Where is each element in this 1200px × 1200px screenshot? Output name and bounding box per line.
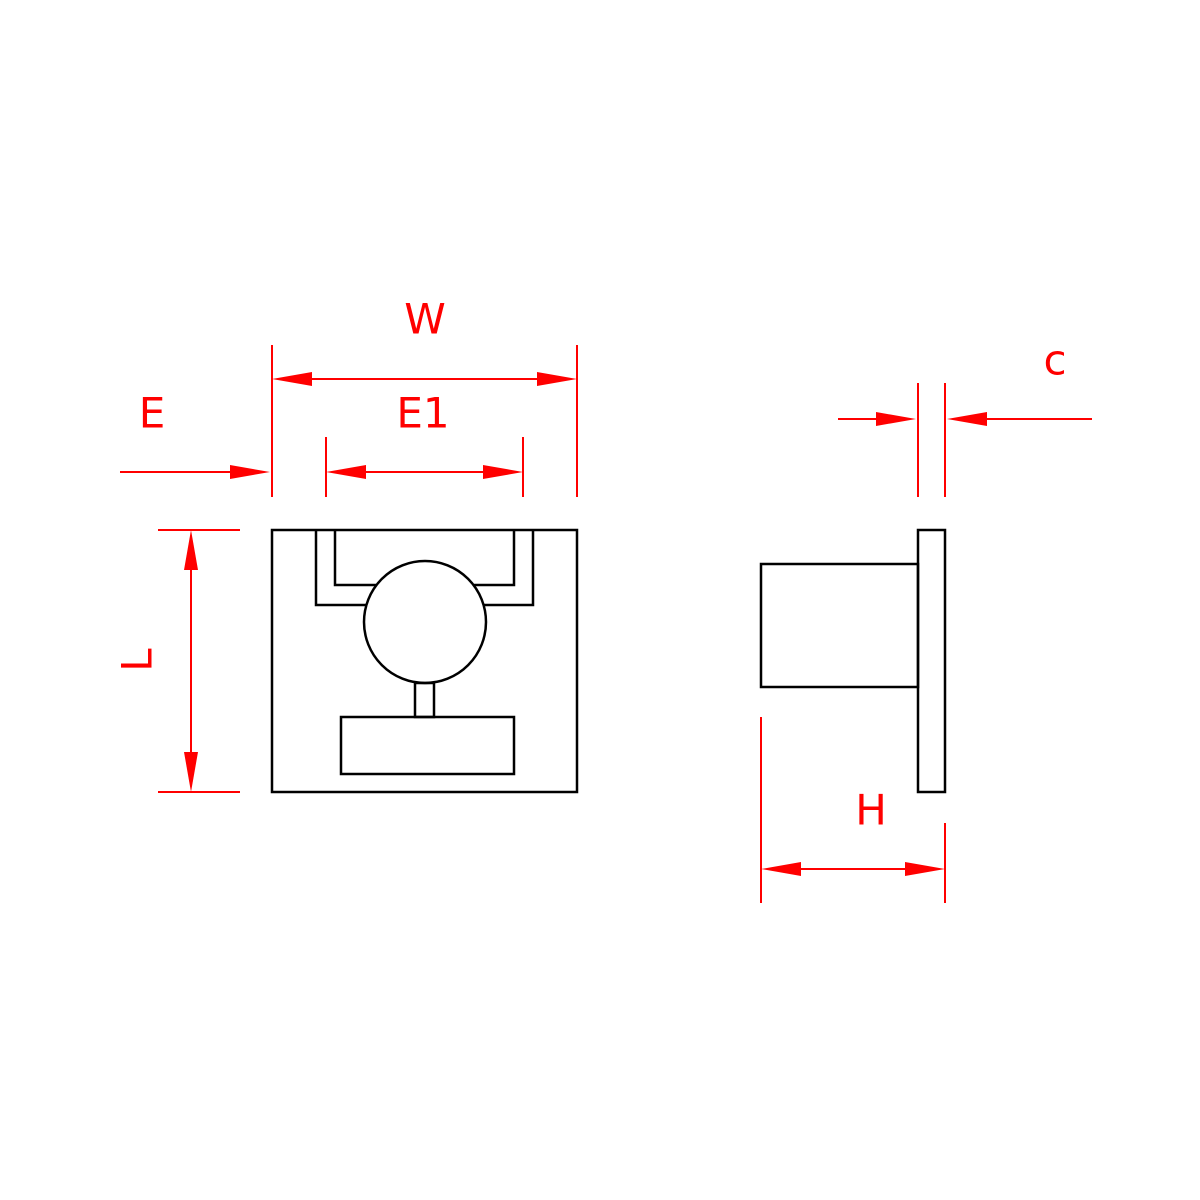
dimension-H-label: H [855, 786, 887, 835]
dimension-c-arrow-left [876, 412, 916, 426]
side-view-body [759, 562, 920, 689]
dimension-W-arrow-right [537, 372, 577, 386]
front-view-knob [362, 559, 488, 685]
dimension-E: E [120, 389, 270, 479]
front-view-base-plate [270, 528, 579, 794]
front-view [270, 528, 579, 794]
dimension-H-arrow-right [905, 862, 945, 876]
dimension-E-label: E [139, 389, 166, 438]
dimension-W-label: W [404, 295, 446, 344]
dimension-H: H [760, 717, 946, 903]
dimension-E1: E1 [325, 389, 524, 497]
dimension-c-arrow-right [947, 412, 987, 426]
side-view [759, 528, 947, 794]
dimension-E1-arrow-right [483, 465, 523, 479]
dimension-E1-label: E1 [396, 389, 449, 438]
dimension-c: c [838, 336, 1092, 497]
dimension-E-arrow [230, 465, 270, 479]
side-view-flange [916, 528, 947, 794]
front-view-foot-bar [339, 715, 516, 776]
dimension-L-arrow-bottom [184, 752, 198, 792]
dimension-L-label: L [113, 648, 162, 672]
front-view-stem [413, 681, 436, 719]
dimension-W: W [271, 295, 578, 497]
dimension-L: L [113, 529, 240, 793]
dimension-E1-arrow-left [326, 465, 366, 479]
dimension-H-arrow-left [761, 862, 801, 876]
dimension-c-label: c [1043, 336, 1066, 385]
dimension-L-arrow-top [184, 530, 198, 570]
dimension-W-arrow-left [272, 372, 312, 386]
